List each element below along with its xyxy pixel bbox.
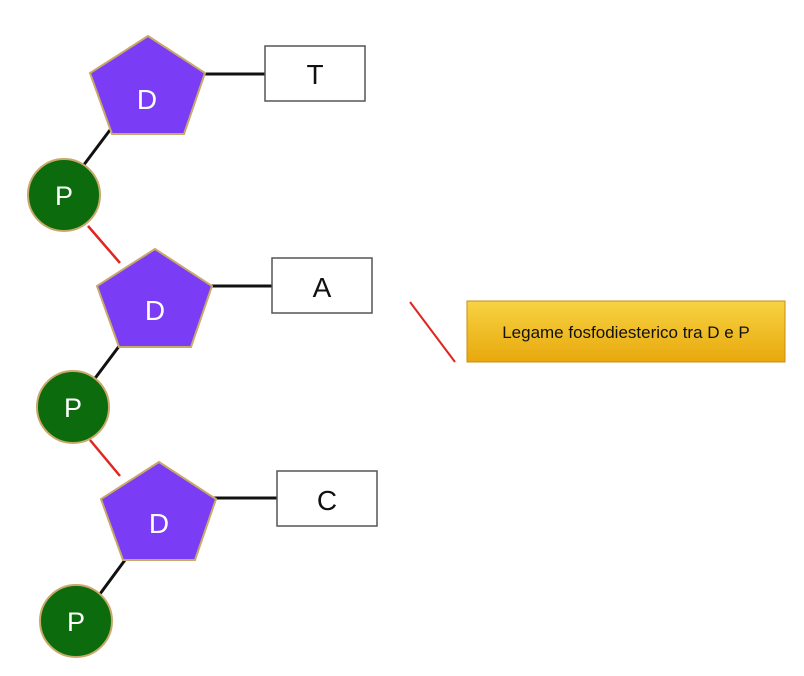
deoxyribose-label-2: D xyxy=(145,295,165,326)
nucleotide-2: D P A xyxy=(36,247,373,444)
phosphodiester-bond-2 xyxy=(89,439,121,477)
nucleotide-3: D P C xyxy=(39,460,378,658)
phosphate-label-3: P xyxy=(67,607,85,637)
phosphodiester-bond-1 xyxy=(87,225,121,264)
phosphate-circle-3 xyxy=(39,584,113,658)
deoxyribose-pentagon-2 xyxy=(95,247,214,348)
sugar-phosphate-bond-3 xyxy=(95,559,127,599)
deoxyribose-label-1: D xyxy=(137,84,157,115)
base-label-2: A xyxy=(313,272,332,303)
sugar-phosphate-bond-1 xyxy=(78,129,112,171)
base-box-1 xyxy=(264,45,366,102)
deoxyribose-pentagon-1 xyxy=(88,34,207,135)
legend-bond-swatch xyxy=(409,301,456,363)
phosphate-circle-2 xyxy=(36,370,110,444)
phosphate-label-1: P xyxy=(55,181,73,211)
legend: Legame fosfodiesterico tra D e P xyxy=(409,300,786,363)
legend-box xyxy=(466,300,786,363)
base-box-3 xyxy=(276,470,378,527)
phosphate-label-2: P xyxy=(64,393,82,423)
deoxyribose-label-3: D xyxy=(149,508,169,539)
nucleotide-1: D P T xyxy=(27,34,366,232)
phosphate-circle-1 xyxy=(27,158,101,232)
base-box-2 xyxy=(271,257,373,314)
legend-text: Legame fosfodiesterico tra D e P xyxy=(502,323,750,342)
deoxyribose-pentagon-3 xyxy=(99,460,218,561)
base-label-1: T xyxy=(306,59,323,90)
base-label-3: C xyxy=(317,485,337,516)
